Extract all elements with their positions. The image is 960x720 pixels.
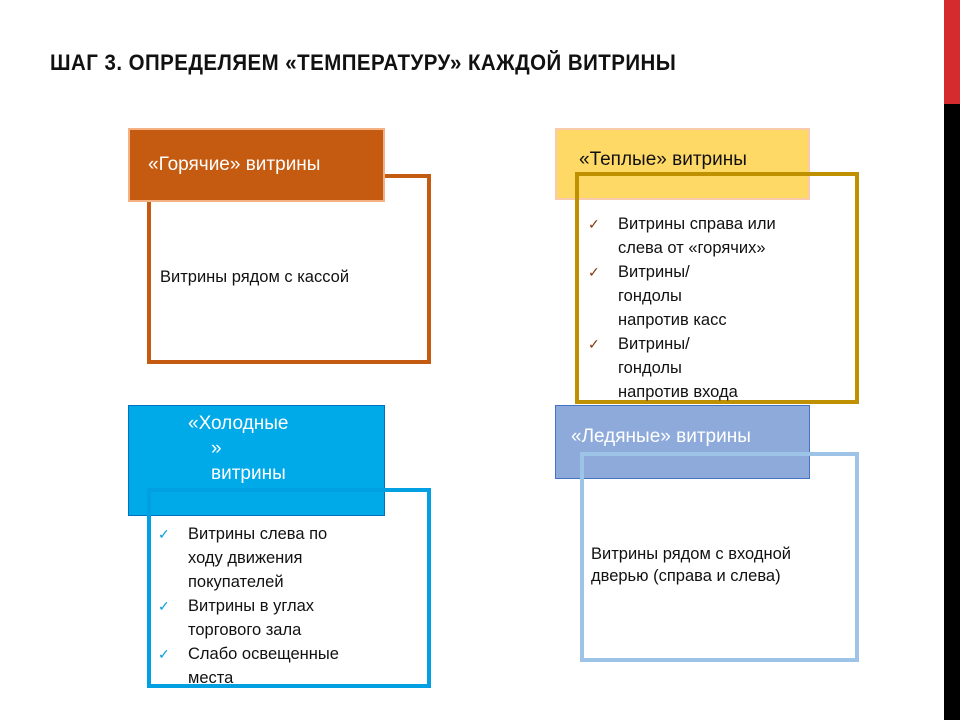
warm-card-title: «Теплые» витрины [579, 149, 747, 170]
list-item: ✓Витрины/ гондолы напротив касс [588, 260, 848, 332]
warm-card-header: «Теплые» витрины [555, 128, 810, 200]
list-item: ✓Витрины справа или слева от «горячих» [588, 212, 848, 260]
check-icon: ✓ [588, 264, 600, 280]
list-item: ✓Витрины/ гондолы напротив входа [588, 332, 848, 404]
ice-card-text: Витрины рядом с входной дверью (справа и… [591, 545, 791, 585]
check-icon: ✓ [588, 336, 600, 352]
hot-card-text: Витрины рядом с кассой [160, 268, 350, 286]
warm-card-outline [575, 172, 859, 404]
list-item: ✓Витрины слева по ходу движения покупате… [158, 522, 423, 594]
side-accent-bar-black [944, 104, 960, 720]
ice-card-outline [580, 452, 859, 662]
cold-card-outline [147, 488, 431, 688]
cold-card-list: ✓Витрины слева по ходу движения покупате… [158, 522, 423, 690]
ice-card-header: «Ледяные» витрины [555, 405, 810, 479]
cold-card-title-line3: витрины [211, 463, 286, 484]
slide-title: ШАГ 3. ОПРЕДЕЛЯЕМ «ТЕМПЕРАТУРУ» КАЖДОЙ В… [50, 50, 677, 75]
cold-card-title-line2: » [211, 438, 222, 459]
check-icon: ✓ [588, 216, 600, 232]
side-accent-bar-red [944, 0, 960, 104]
check-icon: ✓ [158, 646, 170, 662]
check-icon: ✓ [158, 526, 170, 542]
warm-card-list: ✓Витрины справа или слева от «горячих» ✓… [588, 212, 848, 404]
check-icon: ✓ [158, 598, 170, 614]
cold-card-header: «Холодные » витрины [128, 405, 385, 516]
hot-card-header: «Горячие» витрины [128, 128, 385, 202]
cold-card-title-line1: «Холодные [188, 413, 289, 434]
hot-card-title: «Горячие» витрины [148, 154, 321, 175]
list-item: ✓Слабо освещенные места [158, 642, 423, 690]
ice-card-title: «Ледяные» витрины [571, 426, 751, 447]
list-item: ✓Витрины в углах торгового зала [158, 594, 423, 642]
